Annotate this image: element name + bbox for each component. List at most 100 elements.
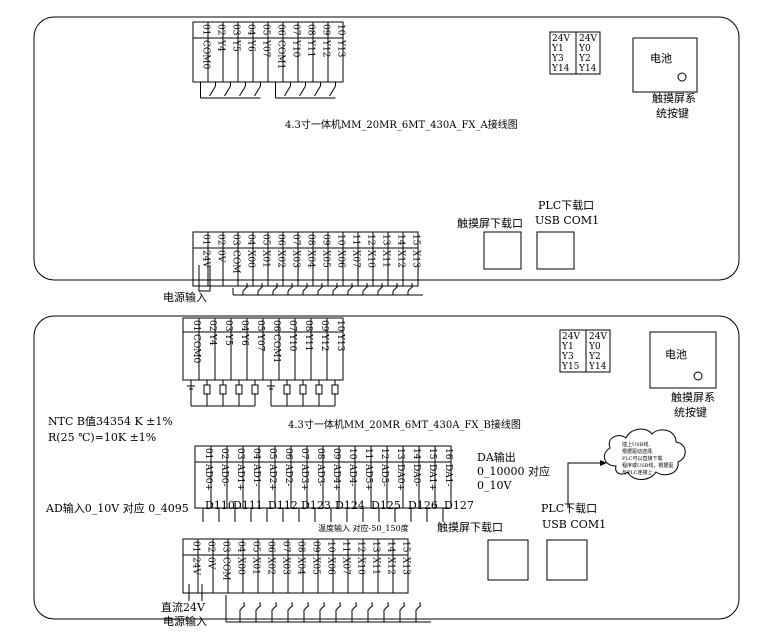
panel-b-analog-pin-signal: AD4+ (331, 463, 341, 491)
panel-b-da-output-line1: DA输出 (477, 450, 516, 464)
panel-b-in-pin-number: 04 (236, 541, 246, 553)
panel-a-board (33, 16, 740, 281)
panel-a: 01COM002Y403Y504Y605Y0706COM107Y1008Y110… (33, 16, 740, 304)
panel-b-out-pin-signal: COM0 (191, 334, 201, 363)
panel-a-in-pin-signal: X06 (336, 250, 346, 268)
panel-a-relay-contacts (200, 82, 336, 99)
register-label: D126 (408, 499, 438, 512)
panel-a-in-pin-number: 09 (321, 234, 331, 246)
relay-contact-blade (329, 85, 336, 97)
panel-b-in-pin-signal: X04 (296, 557, 306, 575)
panel-b-analog-pin-number: 14 (411, 448, 421, 460)
panel-a-in-pin-signal: X00 (246, 250, 256, 268)
input-switch-blade (377, 285, 384, 292)
panel-a-power-wire (198, 265, 211, 292)
input-switch-blade (332, 285, 339, 292)
load-resistor-icon (203, 384, 211, 395)
panel-b-touch-key-line2: 统按键 (674, 405, 707, 419)
panel-a-in-pin-number: 02 (216, 234, 226, 245)
panel-a-in-pin-signal: X02 (276, 250, 286, 268)
panel-b-battery-label: 电池 (665, 348, 687, 361)
panel-a-voltage-left-item: 24V (552, 34, 570, 44)
relay-contact-blade (209, 85, 216, 97)
panel-a-out-pin-signal: Y07 (261, 39, 271, 58)
panel-b-board (33, 315, 740, 620)
panel-b-analog-pin-number: 07 (299, 448, 309, 460)
panel-a-out-pin-signal: Y11 (306, 39, 316, 57)
relay-contact-blade (239, 85, 246, 97)
panel-a-in-pin-signal: X01 (261, 250, 271, 268)
panel-b-in-pin-number: 14 (386, 541, 396, 553)
input-switch-blade (399, 604, 406, 611)
panel-a-in-frame (192, 231, 419, 287)
panel-a-touch-key-line2: 统按键 (656, 106, 689, 120)
register-label: D112 (268, 499, 298, 512)
panel-a-in-pin-number: 14 (396, 234, 406, 246)
panel-b-in-pin-signal: X02 (266, 557, 276, 575)
panel-b-analog-pin-signal: DA1+ (427, 464, 437, 491)
input-switch-blade (271, 604, 278, 611)
panel-b-analog-pin-signal: DA0- (411, 464, 421, 486)
panel-b-in-pin-number: 03 (221, 541, 231, 553)
panel-b: 01COM002Y403Y504Y605Y0706COM107Y1008Y110… (33, 315, 740, 628)
panel-a-in-pin-number: 06 (276, 234, 286, 246)
panel-a-in-pin-signal: 0V (216, 250, 226, 263)
panel-b-analog-pin-number: 03 (235, 448, 245, 460)
input-switch-blade (272, 285, 279, 292)
cloud-note-line: 插上USB线, (622, 441, 650, 448)
panel-b-analog-pin-signal: AD1+ (235, 463, 245, 491)
input-switch-blade (407, 285, 414, 292)
panel-b-analog-pin-number: 08 (315, 448, 325, 460)
panel-a-battery-button-icon (677, 72, 687, 82)
panel-b-analog-pin-signal: AD5- (379, 463, 389, 486)
panel-b-out-pin-signal: Y13 (335, 333, 345, 352)
input-switch-blade (351, 604, 358, 611)
panel-b-voltage-left-item: Y1 (561, 342, 574, 352)
panel-b-input-terminal-block: 0124V020V03COM04X0005X0106X0207X0308X040… (182, 538, 411, 594)
panel-b-out-pin-signal: Y10 (287, 333, 297, 352)
load-resistor-icon (299, 384, 307, 395)
panel-a-voltage-right-item: 24V (579, 34, 597, 44)
panel-a-in-pin-signal: X10 (366, 250, 376, 268)
panel-a-out-pin-number: 05 (261, 24, 271, 36)
panel-b-analog-pin-signal: AD4- (347, 463, 357, 486)
panel-a-in-pin-signal: X13 (411, 250, 421, 268)
panel-b-out-pin-signal: Y07 (255, 333, 265, 352)
panel-b-in-pin-signal: X10 (356, 557, 366, 575)
cloud-shape (603, 428, 686, 480)
panel-a-out-pin-signal: Y10 (291, 39, 301, 58)
relay-contact-blade (224, 85, 231, 97)
register-label: D110 (205, 499, 235, 512)
panel-b-out-pin-number: 10 (335, 320, 345, 332)
panel-b-voltage-box (559, 329, 611, 373)
panel-b-power-input-line2: 电源输入 (163, 614, 207, 628)
panel-b-touch-download-label: 触摸屏下载口 (437, 520, 503, 534)
panel-a-plc-download-line1: PLC下载口 (538, 199, 594, 212)
cloud-note-line: PLC可以直接下载 (622, 455, 663, 462)
panel-b-plc-download-line1: PLC下载口 (541, 502, 597, 515)
panel-a-voltage-left-item: Y1 (551, 44, 564, 54)
panel-a-out-pin-signal: Y12 (321, 39, 331, 57)
panel-b-out-pin-number: 08 (303, 320, 313, 332)
panel-b-in-pin-number: 06 (266, 541, 276, 553)
panel-a-out-pin-number: 09 (321, 24, 331, 36)
panel-b-analog-pin-number: 02 (219, 448, 229, 459)
panel-b-da-output-line3: 0_10V (477, 479, 512, 492)
panel-a-out-pin-number: 01 (201, 24, 211, 35)
panel-a-battery-box (632, 37, 698, 93)
panel-a-voltage-box (549, 31, 601, 75)
relay-contact-blade (254, 85, 261, 97)
panel-a-voltage-right-item: Y14 (578, 64, 597, 74)
panel-b-out-pin-signal: Y4 (207, 333, 217, 346)
panel-b-cloud-note: 插上USB线,根据驱动选择,PLC可以直接下载程序或USB线，根据驱与PLC连接… (603, 428, 686, 480)
panel-b-in-pin-number: 01 (191, 541, 201, 552)
relay-contact-blade (284, 85, 291, 97)
panel-a-touch-download-label: 触摸屏下载口 (457, 216, 523, 230)
panel-a-output-terminal-block: 01COM002Y403Y504Y605Y0706COM107Y1008Y110… (192, 21, 346, 83)
panel-a-in-pin-signal: X11 (381, 250, 391, 268)
panel-b-out-pin-number: 02 (207, 320, 217, 331)
